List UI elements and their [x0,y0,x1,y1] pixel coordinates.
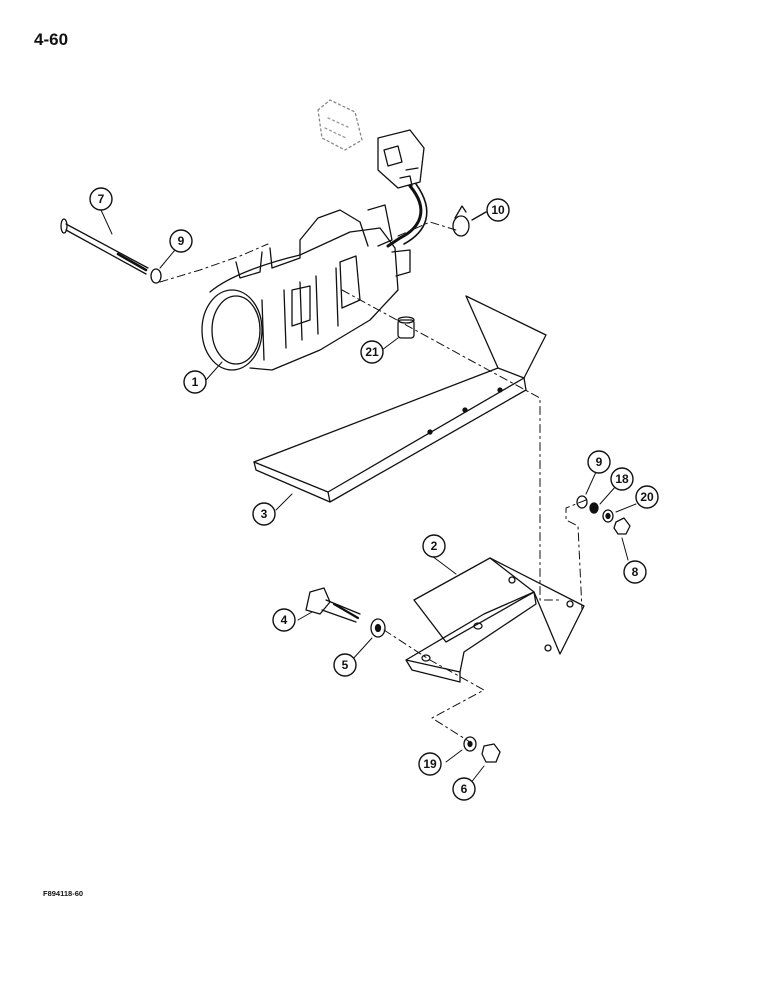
cable-tie [452,205,470,237]
spacer [397,316,415,339]
bolt [305,587,361,623]
callout-label: 7 [98,192,105,206]
callout-18: 18 [610,467,634,491]
callout-circle [360,340,384,364]
callout-label: 1 [192,375,199,389]
washer-bolt [370,618,386,638]
callout-circle [333,653,357,677]
callout-circle [169,229,193,253]
callout-label: 21 [365,345,379,359]
assembly-lines [159,221,587,743]
callout-20: 20 [635,485,659,509]
long-bolt [60,218,149,275]
callout-1: 1 [183,370,207,394]
callout-7: 7 [89,187,113,211]
callout-21: 21 [360,340,384,364]
callout-label: 6 [461,782,468,796]
callout-circle [635,485,659,509]
lower-nut-washer [463,736,501,763]
callout-label: 19 [423,757,437,771]
harness-connector [317,99,428,248]
callout-10: 10 [486,198,510,222]
callout-19: 19 [418,752,442,776]
callout-label: 3 [261,507,268,521]
callout-3: 3 [252,502,276,526]
callout-circle [422,534,446,558]
callout-circle [89,187,113,211]
callout-9-top: 9 [169,229,193,253]
callout-9-right: 9 [587,450,611,474]
mounting-plate [253,295,547,503]
callout-8: 8 [623,560,647,584]
callout-circle [252,502,276,526]
angle-bracket [405,557,585,683]
callout-label: 8 [632,565,639,579]
callout-label: 10 [491,203,505,217]
figure-code: F894118-60 [43,889,84,898]
callout-circle [452,777,476,801]
callout-label: 5 [342,658,349,672]
leader-lines [100,209,637,785]
right-hardware-stack [576,495,631,535]
callout-circle [272,608,296,632]
callout-circle [587,450,611,474]
callout-label: 2 [431,539,438,553]
callout-label: 18 [615,472,629,486]
callout-circle [183,370,207,394]
page-number: 4-60 [34,30,69,49]
callout-5: 5 [333,653,357,677]
callout-6: 6 [452,777,476,801]
callout-circle [610,467,634,491]
callout-circle [623,560,647,584]
callout-circle [418,752,442,776]
callout-circle [486,198,510,222]
callout-4: 4 [272,608,296,632]
callout-2: 2 [422,534,446,558]
callout-label: 9 [596,455,603,469]
callout-label: 9 [178,234,185,248]
callout-label: 20 [640,490,654,504]
washer-top [150,268,162,284]
callout-label: 4 [281,613,288,627]
